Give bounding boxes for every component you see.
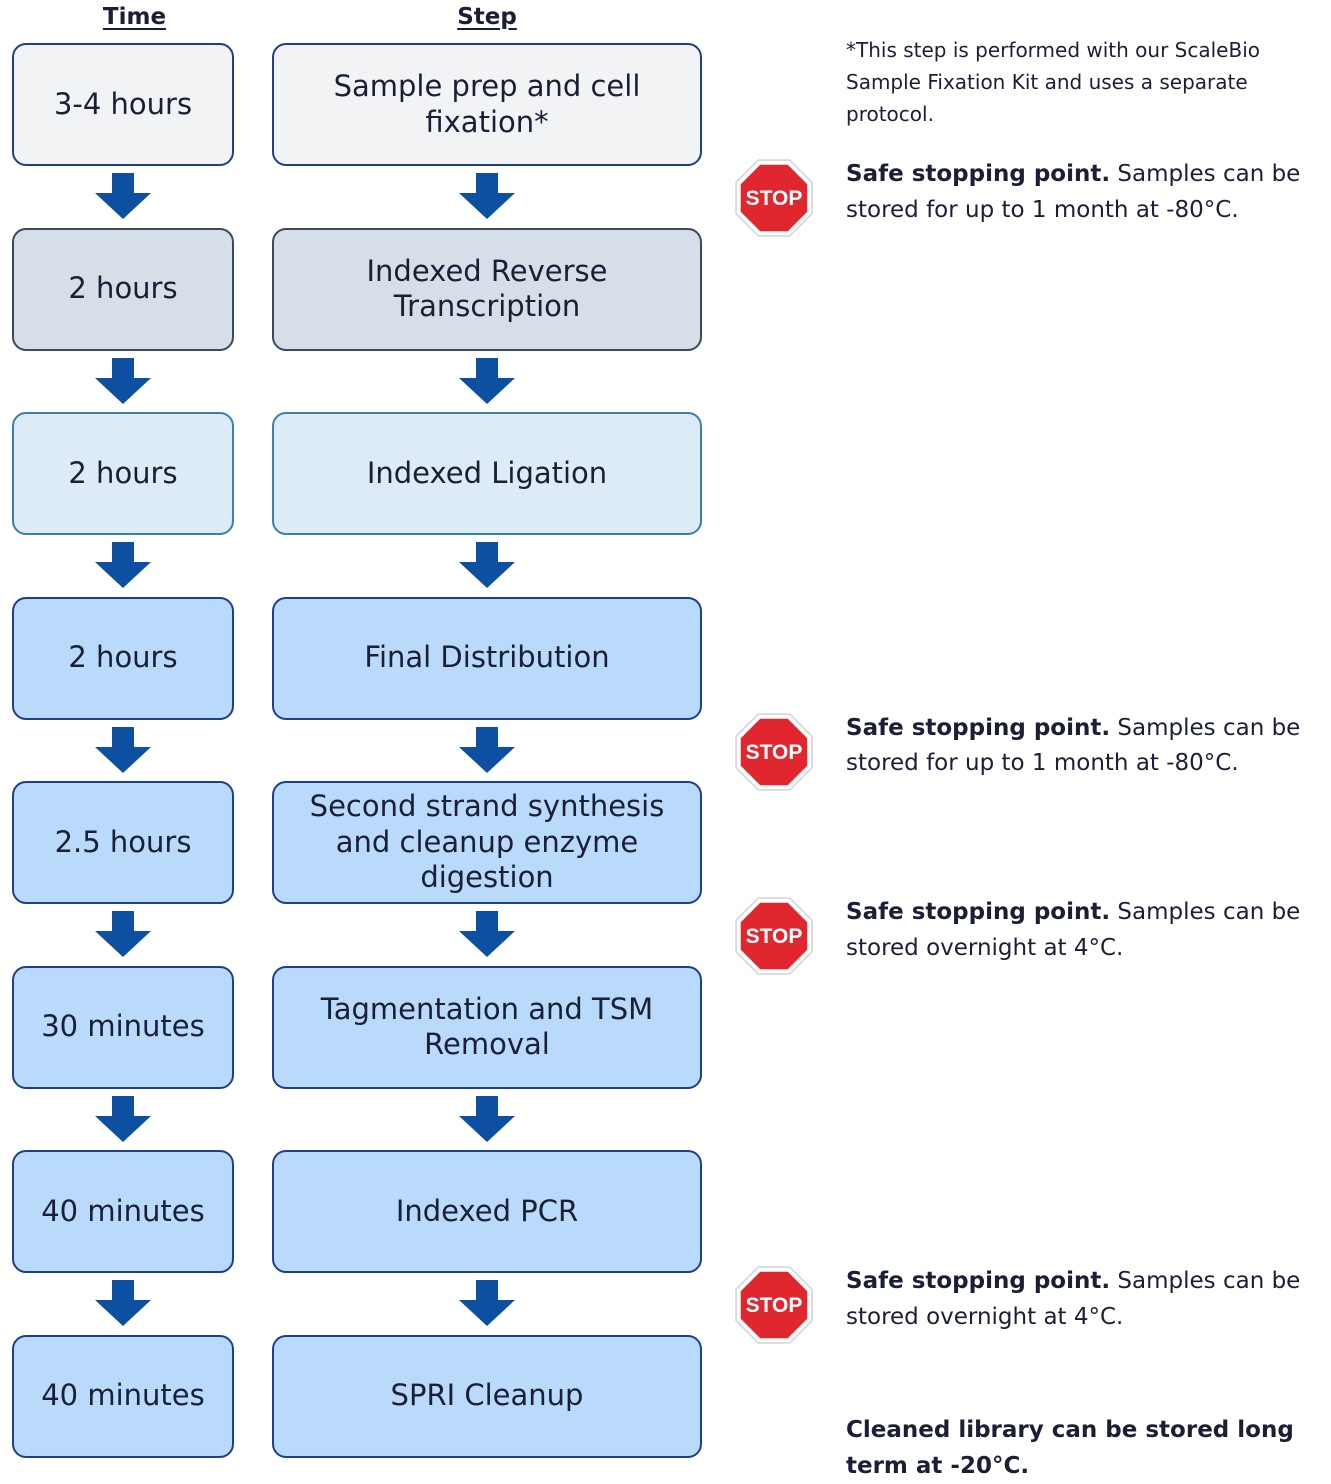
step-box: Indexed PCR [272,1150,702,1273]
note-title: Safe stopping point. [846,899,1111,925]
note-text: Samples can be stored for up to 1 month … [846,714,1301,777]
safe-stopping-note: Safe stopping point. Samples can be stor… [846,1264,1326,1335]
safe-stopping-note: Safe stopping point. Samples can be stor… [846,157,1326,228]
down-arrow-icon [95,1280,151,1326]
down-arrow-icon [95,173,151,219]
safe-stopping-note: Safe stopping point. Samples can be stor… [846,711,1326,782]
down-arrow-icon [95,542,151,588]
note-title: Safe stopping point. [846,161,1111,187]
final-storage-note: Cleaned library can be stored long term … [846,1417,1294,1479]
down-arrow-icon [459,173,515,219]
stop-sign-icon: STOP [731,1262,817,1348]
down-arrow-icon [459,911,515,957]
step-box: Final Distribution [272,596,702,720]
stop-sign-icon: STOP [731,155,817,241]
step-box: Indexed Reverse Transcription [272,227,702,351]
down-arrow-icon [459,1095,515,1142]
time-box: 2.5 hours [12,781,234,904]
footnote: *This step is performed with our ScaleBi… [846,38,1260,126]
down-arrow-icon [95,726,151,773]
svg-text:STOP: STOP [746,741,803,764]
safe-stopping-note: Safe stopping point. Samples can be stor… [846,895,1326,966]
svg-text:STOP: STOP [746,187,803,210]
time-box: 2 hours [12,412,234,535]
step-box: SPRI Cleanup [272,1334,702,1458]
svg-text:STOP: STOP [746,925,803,948]
step-box: Sample prep and cell fixation* [272,43,702,166]
time-column-header: Time [102,4,167,30]
time-box: 2 hours [12,227,234,351]
time-box: 40 minutes [12,1150,234,1273]
note-title: Safe stopping point. [846,1268,1111,1294]
time-box: 3-4 hours [12,43,234,166]
note-text: Samples can be stored overnight at 4°C. [846,899,1301,961]
down-arrow-icon [459,1280,515,1326]
down-arrow-icon [95,911,151,957]
svg-text:STOP: STOP [746,1294,803,1317]
down-arrow-icon [459,357,515,404]
note-text: Samples can be stored overnight at 4°C. [846,1268,1301,1330]
step-box: Indexed Ligation [272,412,702,535]
down-arrow-icon [459,542,515,588]
time-box: 40 minutes [12,1334,234,1458]
down-arrow-icon [95,1095,151,1142]
step-box: Tagmentation and TSM Removal [272,965,702,1089]
note-text: Samples can be stored for up to 1 month … [846,161,1301,223]
time-box: 2 hours [12,596,234,720]
stop-sign-icon: STOP [731,709,817,795]
down-arrow-icon [95,357,151,404]
step-box: Second strand synthesis and cleanup enzy… [272,781,702,904]
note-title: Safe stopping point. [846,714,1111,741]
stop-sign-icon: STOP [731,893,817,979]
time-box: 30 minutes [12,965,234,1089]
step-column-header: Step [457,4,517,30]
down-arrow-icon [459,726,515,773]
